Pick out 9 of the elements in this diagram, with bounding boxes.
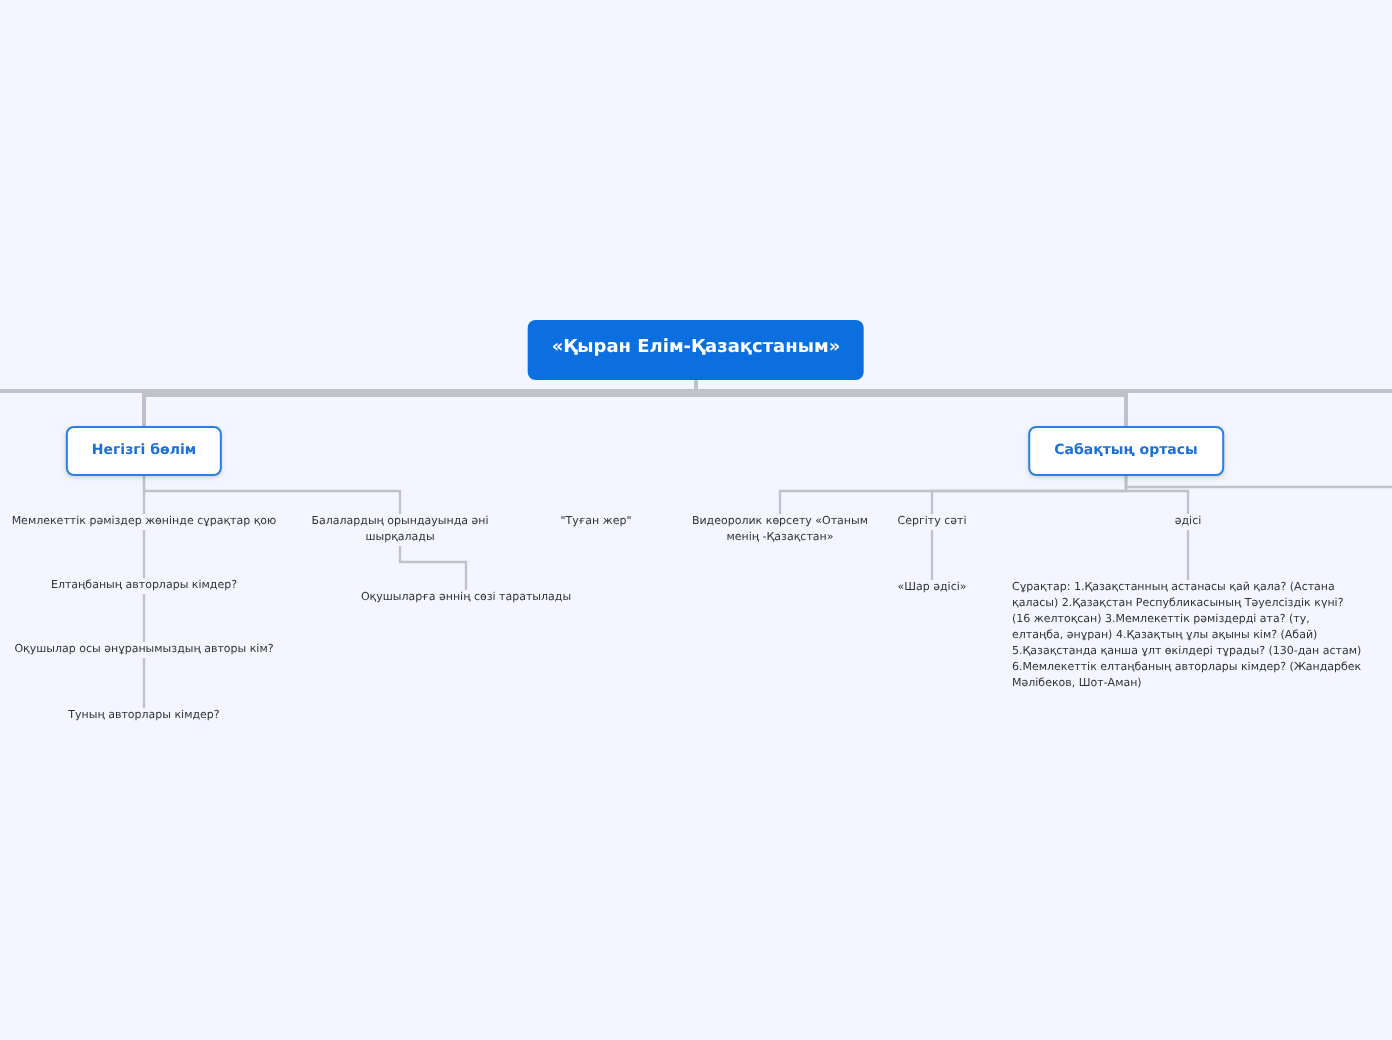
connector-line <box>398 546 468 590</box>
connector-line <box>142 658 146 708</box>
connector-line <box>1186 530 1190 580</box>
connector-line <box>142 475 402 514</box>
connector-line <box>1124 475 1392 489</box>
connector-line <box>930 530 934 580</box>
central-topic-box: «Қыран Елім-Қазақстаным» <box>527 320 865 379</box>
connector-line <box>142 530 146 578</box>
connector-line <box>142 594 146 642</box>
